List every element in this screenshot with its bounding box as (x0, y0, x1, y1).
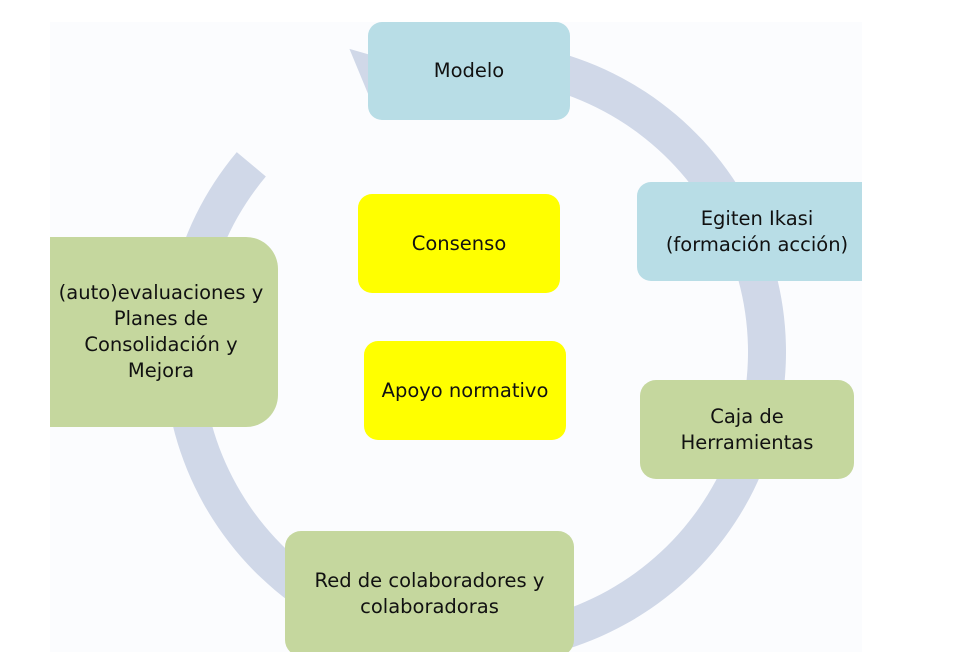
node-modelo-label: Modelo (433, 59, 505, 82)
diagram-panel: Modelo Egiten Ikasi (formación acción) C… (50, 22, 862, 652)
node-autoevaluaciones: (auto)evaluaciones y Planes de Consolida… (50, 237, 278, 427)
node-consenso-label: Consenso (411, 231, 507, 255)
node-apoyo-normativo: Apoyo normativo (364, 341, 566, 440)
node-red-line1: Red de colaboradores y (314, 568, 545, 592)
node-caja-herramientas: Caja de Herramientas (640, 380, 854, 479)
node-egiten-line1: Egiten Ikasi (700, 206, 814, 230)
node-apoyo-label: Apoyo normativo (381, 378, 549, 402)
node-caja-line1: Caja de (710, 404, 784, 428)
node-caja-line2: Herramientas (680, 430, 814, 454)
node-modelo: Modelo (368, 22, 570, 120)
node-eval-line1: (auto)evaluaciones y (58, 281, 264, 304)
node-egiten-line2: (formación acción) (665, 232, 849, 256)
node-eval-line2: Planes de (113, 307, 209, 330)
node-red-colaboradores: Red de colaboradores y colaboradoras (285, 531, 574, 652)
node-eval-line4: Mejora (127, 359, 195, 382)
node-consenso: Consenso (358, 194, 560, 293)
node-egiten-ikasi: Egiten Ikasi (formación acción) (637, 182, 862, 281)
node-red-line2: colaboradoras (360, 594, 499, 618)
node-eval-line3: Consolidación y (84, 333, 238, 356)
